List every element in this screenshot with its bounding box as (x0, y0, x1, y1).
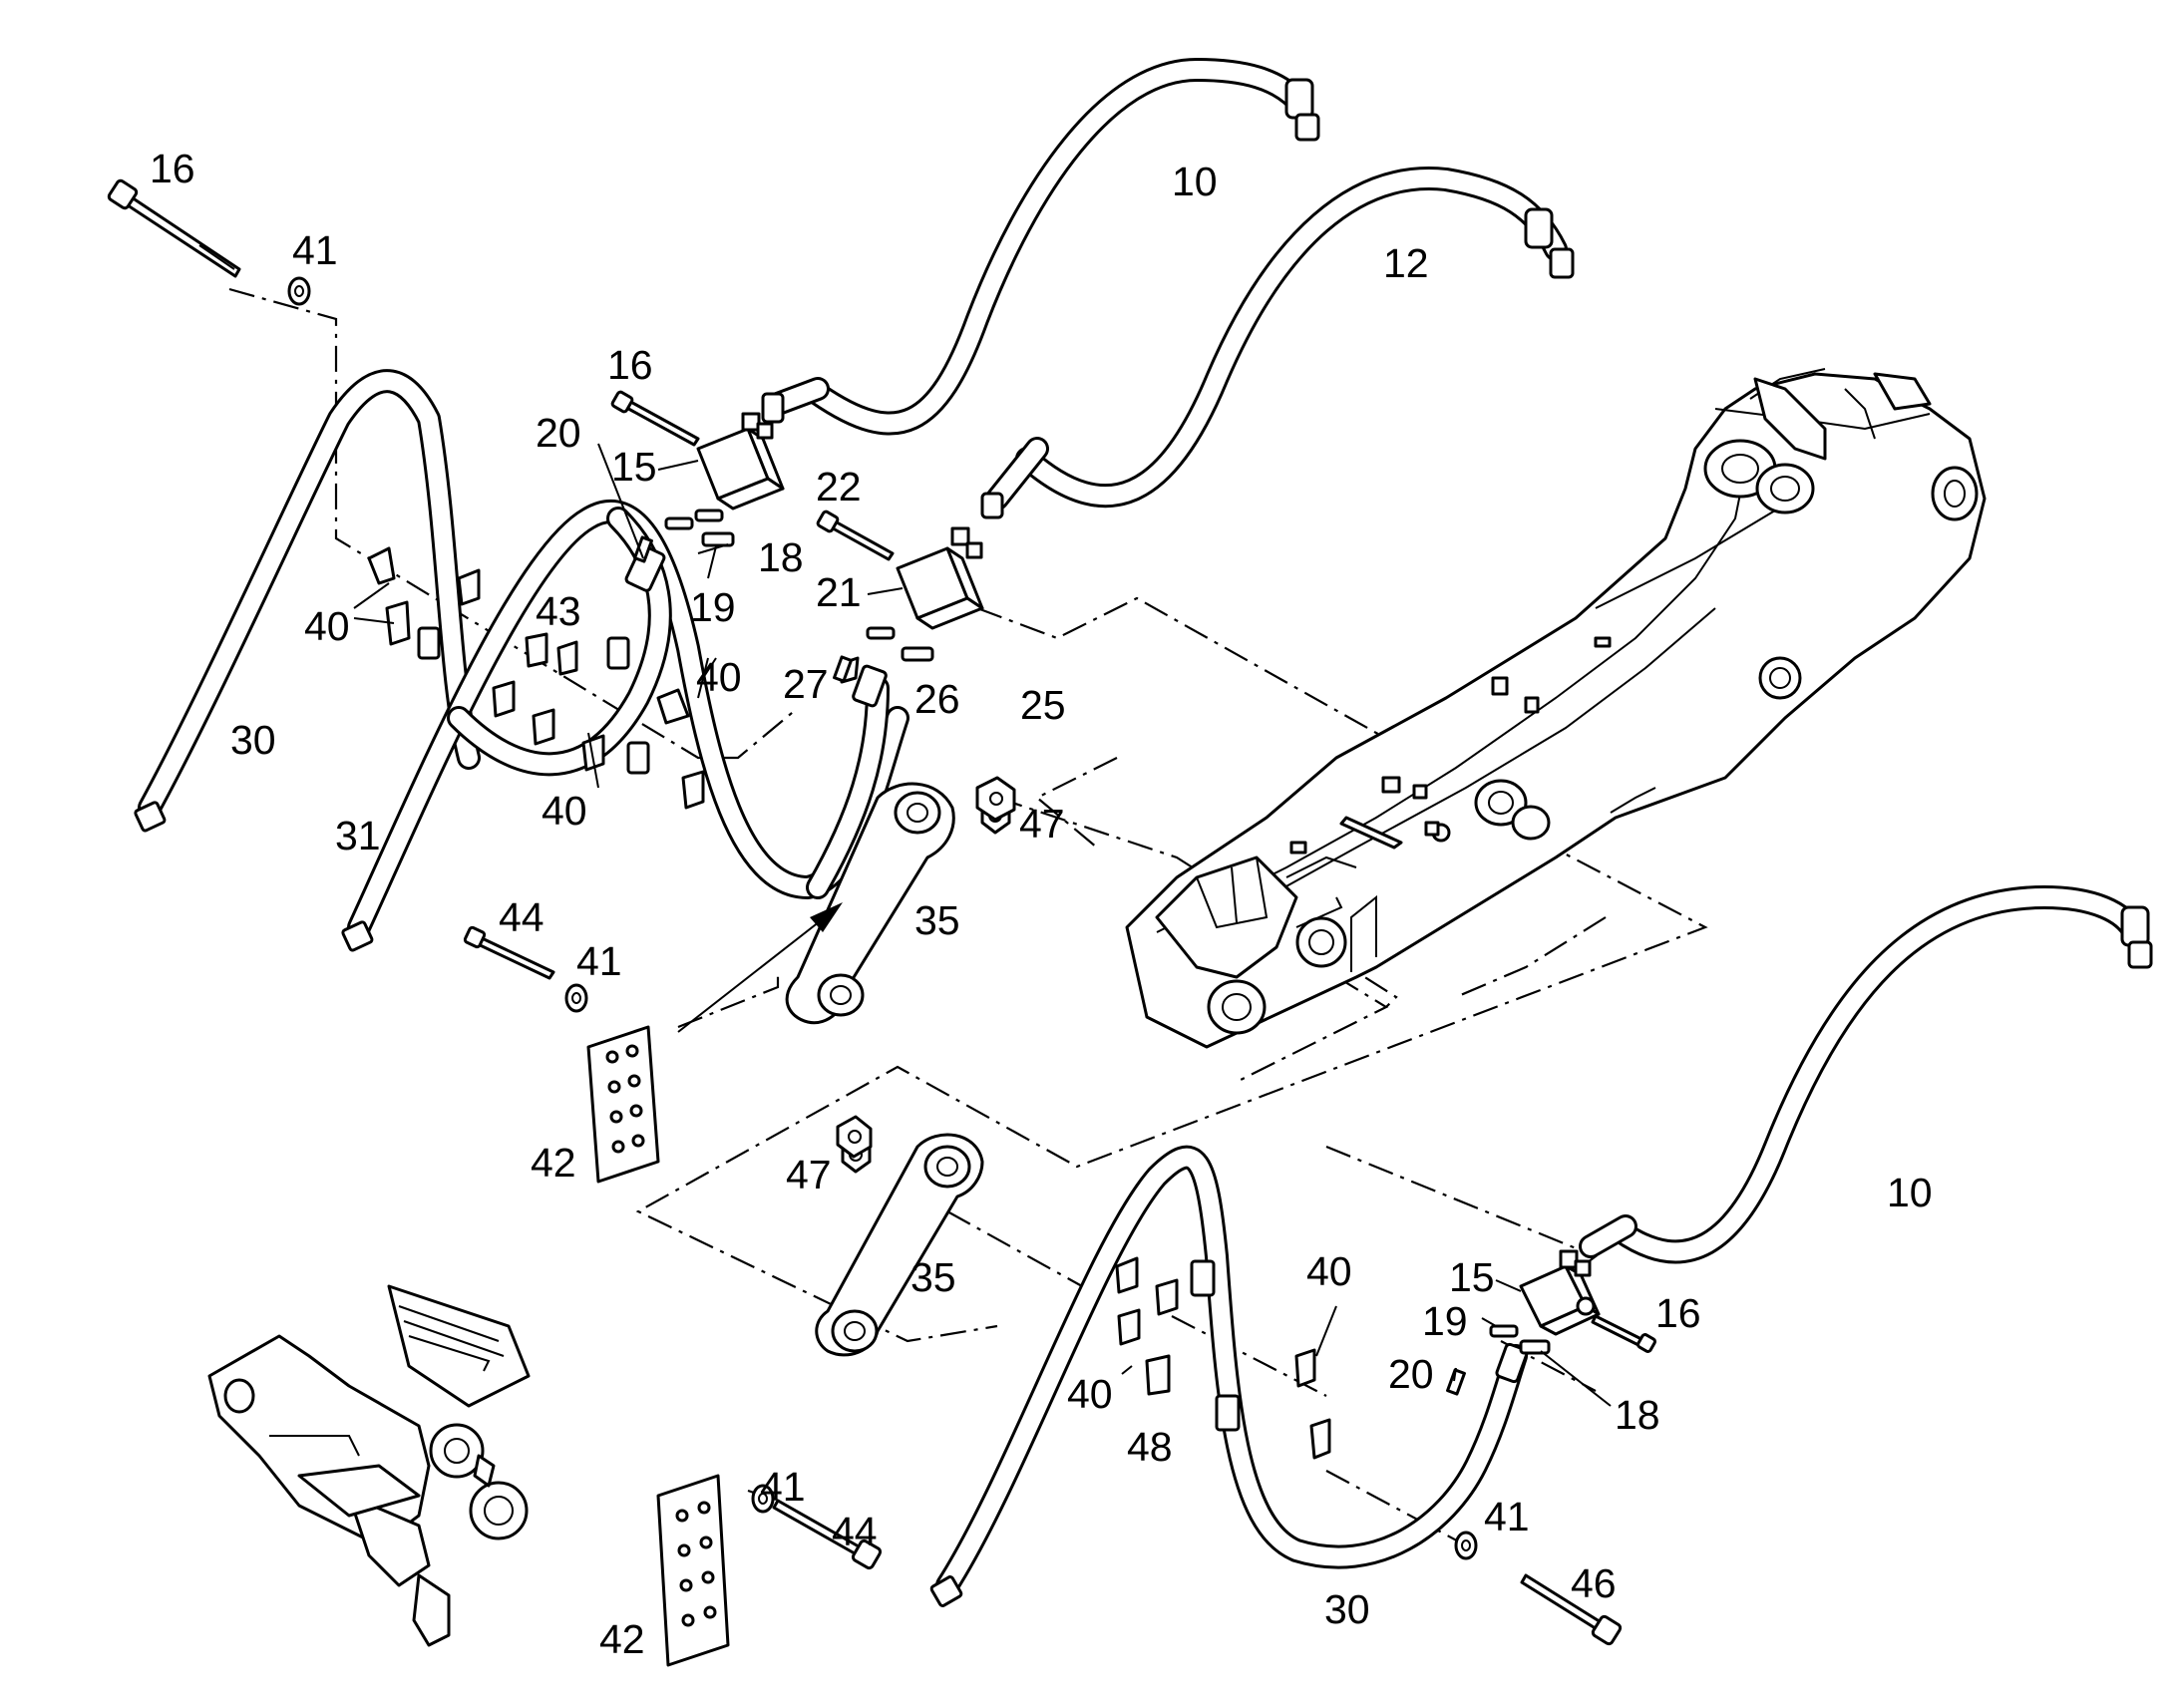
callout-10: 10 (1887, 1170, 1933, 1215)
callout-31: 31 (335, 813, 381, 858)
plate-42-lower (656, 1474, 730, 1667)
callout-42: 42 (599, 1616, 645, 1662)
callout-42: 42 (531, 1140, 576, 1186)
callout-48: 48 (1127, 1424, 1173, 1470)
callout-35: 35 (914, 897, 960, 943)
callout-16: 16 (1655, 1290, 1701, 1336)
hose-12 (980, 167, 1575, 519)
callout-30: 30 (1324, 1586, 1370, 1632)
hose-10-top (761, 58, 1320, 436)
clamps-right (1115, 1256, 1331, 1460)
bolts (107, 178, 1656, 1646)
callout-26: 26 (914, 676, 960, 722)
callout-46: 46 (1571, 1560, 1617, 1606)
callout-16: 16 (607, 342, 653, 388)
callout-25: 25 (1020, 682, 1066, 728)
callout-18: 18 (758, 534, 804, 580)
assembly-arrow (677, 902, 843, 1033)
valve-block-15-top (664, 412, 785, 547)
callout-19: 19 (690, 584, 736, 630)
callout-41: 41 (1484, 1494, 1530, 1539)
callout-41: 41 (760, 1464, 806, 1510)
callout-18: 18 (1615, 1392, 1660, 1438)
callout-41: 41 (576, 938, 622, 984)
dipper-arm (1125, 368, 1987, 1049)
callout-10: 10 (1172, 159, 1218, 204)
callout-44: 44 (832, 1509, 878, 1554)
callout-30: 30 (230, 717, 276, 763)
callout-16: 16 (150, 146, 195, 191)
hose-10-right (1579, 885, 2153, 1264)
quick-coupler (207, 1284, 531, 1647)
callout-22: 22 (816, 464, 862, 510)
callout-19: 19 (1422, 1298, 1468, 1344)
callout-41: 41 (292, 227, 338, 273)
callout-43: 43 (536, 588, 581, 634)
callout-27: 27 (783, 661, 829, 707)
callout-47: 47 (1019, 801, 1065, 847)
callout-40: 40 (1067, 1371, 1113, 1417)
callout-12: 12 (1383, 240, 1429, 286)
callout-40: 40 (1306, 1248, 1352, 1294)
callout-47: 47 (786, 1152, 832, 1197)
link-35-lower (815, 1133, 984, 1357)
callout-35: 35 (910, 1254, 956, 1300)
hose-30-right (929, 1145, 1529, 1607)
washers-41 (287, 276, 1478, 1560)
callout-40: 40 (304, 603, 350, 649)
callout-20: 20 (536, 410, 581, 456)
callout-40: 40 (542, 788, 587, 834)
callout-20: 20 (1388, 1351, 1434, 1397)
plate-42-upper (586, 1025, 660, 1184)
clamps-left (367, 546, 705, 810)
hose-fittings-left (417, 544, 888, 775)
link-35-upper (785, 782, 1011, 1025)
callout-leader-ticks (353, 443, 1612, 1407)
callout-labels: 16 41 10 12 16 20 15 18 19 22 21 27 26 2… (150, 146, 1933, 1662)
hose-30-left (134, 369, 481, 833)
nuts-47 (836, 776, 1016, 1159)
callout-44: 44 (499, 894, 545, 940)
callout-21: 21 (816, 569, 862, 615)
valve-block-15-lower (1489, 1249, 1601, 1355)
valve-block-21 (840, 526, 984, 684)
callout-15: 15 (611, 444, 657, 490)
callout-15: 15 (1449, 1254, 1495, 1300)
